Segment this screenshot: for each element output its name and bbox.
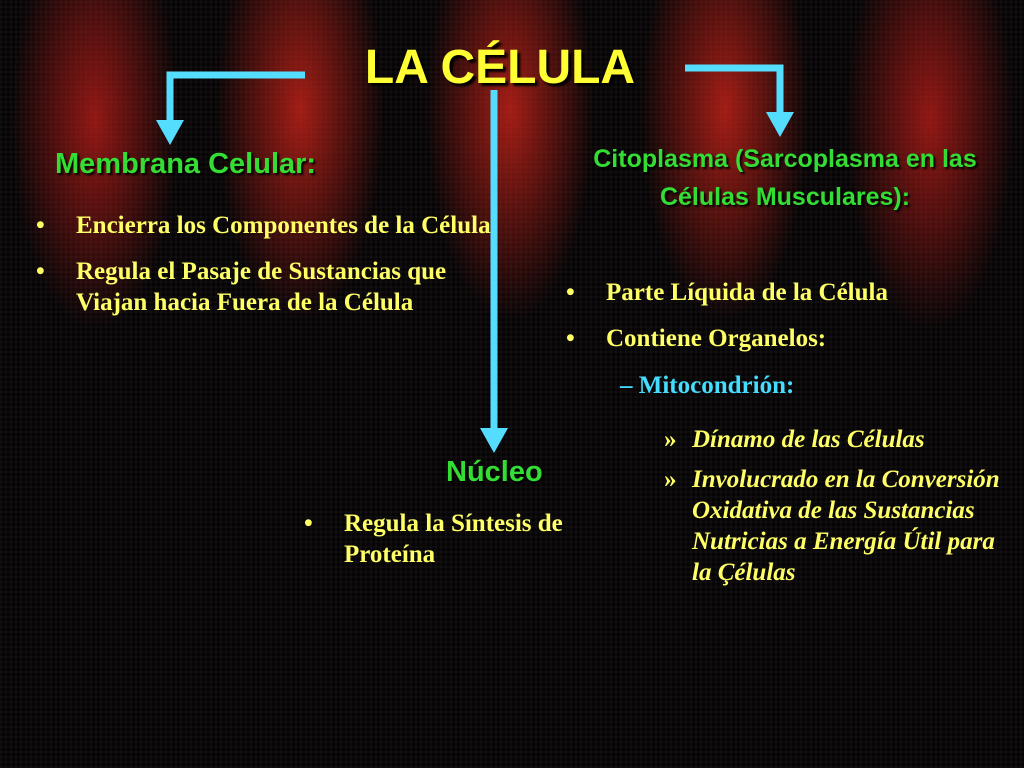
bullet-icon: • (304, 510, 313, 537)
citoplasma-list: • Parte Líquida de la Célula • Contiene … (562, 277, 1022, 369)
list-item-text: Regula el Pasaje de Sustancias que Viaja… (76, 258, 447, 316)
citoplasma-heading: Citoplasma (Sarcoplasma en las Células M… (593, 145, 977, 211)
list-item: • Regula el Pasaje de Sustancias que Via… (32, 256, 492, 318)
list-item: • Regula la Síntesis de Proteína (300, 508, 620, 570)
bullet-icon: • (36, 258, 45, 285)
membrana-heading: Membrana Celular: (55, 148, 317, 180)
list-item: • Contiene Organelos: (562, 323, 1022, 354)
list-item-text: Dínamo de las Células (692, 426, 925, 453)
list-item: » Involucrado en la Conversión Oxidativa… (664, 464, 1014, 588)
bullet-icon: • (566, 279, 575, 306)
dash-icon: – (620, 372, 633, 399)
page-title: LA CÉLULA (364, 41, 636, 94)
list-item-text: Encierra los Componentes de la Célula (76, 212, 491, 239)
bullet-icon: • (566, 325, 575, 352)
list-item-text: Parte Líquida de la Célula (606, 279, 888, 306)
list-item: • Parte Líquida de la Célula (562, 277, 1022, 308)
arrow-to-nucleo (480, 90, 508, 453)
nucleo-heading: Núcleo (446, 456, 543, 488)
list-item: » Dínamo de las Células (664, 424, 1014, 455)
bullet-icon: • (36, 212, 45, 239)
arrow-to-citoplasma (685, 64, 794, 137)
list-item: • Encierra los Componentes de la Célula (32, 210, 492, 241)
list-item-text: Contiene Organelos: (606, 325, 827, 352)
list-item-text: Involucrado en la Conversión Oxidativa d… (692, 466, 1000, 586)
mitocondrion-label: – Mitocondrión: (620, 372, 794, 400)
mitocondrion-list: » Dínamo de las Células » Involucrado en… (664, 424, 1014, 597)
membrana-list: • Encierra los Componentes de la Célula … (32, 210, 492, 333)
nucleo-list: • Regula la Síntesis de Proteína (300, 508, 620, 585)
subbullet-icon: » (664, 466, 677, 493)
mitocondrion-text: Mitocondrión: (638, 372, 795, 399)
list-item-text: Regula la Síntesis de Proteína (344, 510, 563, 568)
subbullet-icon: » (664, 426, 677, 453)
arrow-to-membrana (156, 71, 305, 145)
